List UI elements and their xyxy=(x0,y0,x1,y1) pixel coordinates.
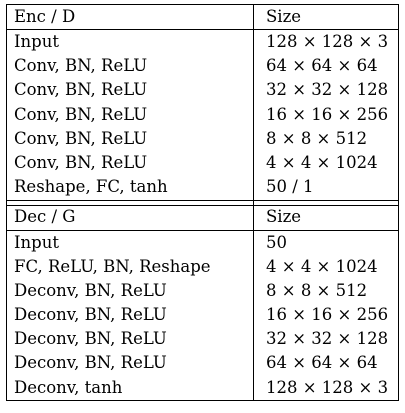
decoder-row: Deconv, BN, ReLU 32 × 32 × 128 xyxy=(6,327,399,352)
encoder-layer-cell: Conv, BN, ReLU xyxy=(6,126,254,152)
encoder-layer-cell: Input xyxy=(6,29,254,55)
encoder-layer-cell: Reshape, FC, tanh xyxy=(6,175,254,201)
encoder-layer-cell: Conv, BN, ReLU xyxy=(6,78,254,103)
encoder-header-layer: Enc / D xyxy=(6,3,254,31)
encoder-row: Conv, BN, ReLU 16 × 16 × 256 xyxy=(6,102,399,127)
decoder-row: Deconv, BN, ReLU 64 × 64 × 64 xyxy=(6,351,399,376)
encoder-size-cell: 64 × 64 × 64 xyxy=(253,54,399,79)
decoder-layer-cell: Deconv, BN, ReLU xyxy=(6,351,254,376)
encoder-row: Input 128 × 128 × 3 xyxy=(6,29,399,55)
encoder-size-cell: 50 / 1 xyxy=(253,175,399,201)
decoder-row: Deconv, BN, ReLU 16 × 16 × 256 xyxy=(6,303,399,328)
encoder-header-size: Size xyxy=(253,3,399,31)
decoder-header-row: Dec / G Size xyxy=(6,205,399,231)
encoder-row: Conv, BN, ReLU 64 × 64 × 64 xyxy=(6,54,399,79)
encoder-size-cell: 16 × 16 × 256 xyxy=(253,102,399,127)
decoder-layer-cell: Deconv, tanh xyxy=(6,375,254,401)
encoder-row: Conv, BN, ReLU 32 × 32 × 128 xyxy=(6,78,399,103)
decoder-layer-cell: FC, ReLU, BN, Reshape xyxy=(6,254,254,280)
decoder-row: Deconv, tanh 128 × 128 × 3 xyxy=(6,375,399,401)
encoder-size-cell: 32 × 32 × 128 xyxy=(253,78,399,103)
encoder-size-cell: 4 × 4 × 1024 xyxy=(253,151,399,176)
encoder-header-row: Enc / D Size xyxy=(6,3,399,31)
decoder-size-cell: 16 × 16 × 256 xyxy=(253,303,399,328)
decoder-header-size: Size xyxy=(253,205,399,231)
encoder-size-cell: 8 × 8 × 512 xyxy=(253,126,399,152)
decoder-size-cell: 64 × 64 × 64 xyxy=(253,351,399,376)
decoder-size-cell: 32 × 32 × 128 xyxy=(253,327,399,352)
decoder-row: Deconv, BN, ReLU 8 × 8 × 512 xyxy=(6,279,399,304)
encoder-layer-cell: Conv, BN, ReLU xyxy=(6,54,254,79)
architecture-table: Enc / D Size Input 128 × 128 × 3 Conv, B… xyxy=(6,3,399,401)
decoder-layer-cell: Deconv, BN, ReLU xyxy=(6,279,254,304)
encoder-row: Reshape, FC, tanh 50 / 1 xyxy=(6,175,399,201)
encoder-row: Conv, BN, ReLU 4 × 4 × 1024 xyxy=(6,151,399,176)
decoder-size-cell: 50 xyxy=(253,230,399,255)
decoder-layer-cell: Deconv, BN, ReLU xyxy=(6,303,254,328)
encoder-layer-cell: Conv, BN, ReLU xyxy=(6,102,254,127)
encoder-layer-cell: Conv, BN, ReLU xyxy=(6,151,254,176)
decoder-layer-cell: Deconv, BN, ReLU xyxy=(6,327,254,352)
decoder-size-cell: 8 × 8 × 512 xyxy=(253,279,399,304)
section-separator xyxy=(6,200,399,206)
decoder-layer-cell: Input xyxy=(6,230,254,255)
decoder-header-layer: Dec / G xyxy=(6,205,254,231)
decoder-size-cell: 4 × 4 × 1024 xyxy=(253,254,399,280)
encoder-row: Conv, BN, ReLU 8 × 8 × 512 xyxy=(6,126,399,152)
decoder-row: FC, ReLU, BN, Reshape 4 × 4 × 1024 xyxy=(6,254,399,280)
decoder-size-cell: 128 × 128 × 3 xyxy=(253,375,399,401)
encoder-size-cell: 128 × 128 × 3 xyxy=(253,29,399,55)
decoder-row: Input 50 xyxy=(6,230,399,255)
